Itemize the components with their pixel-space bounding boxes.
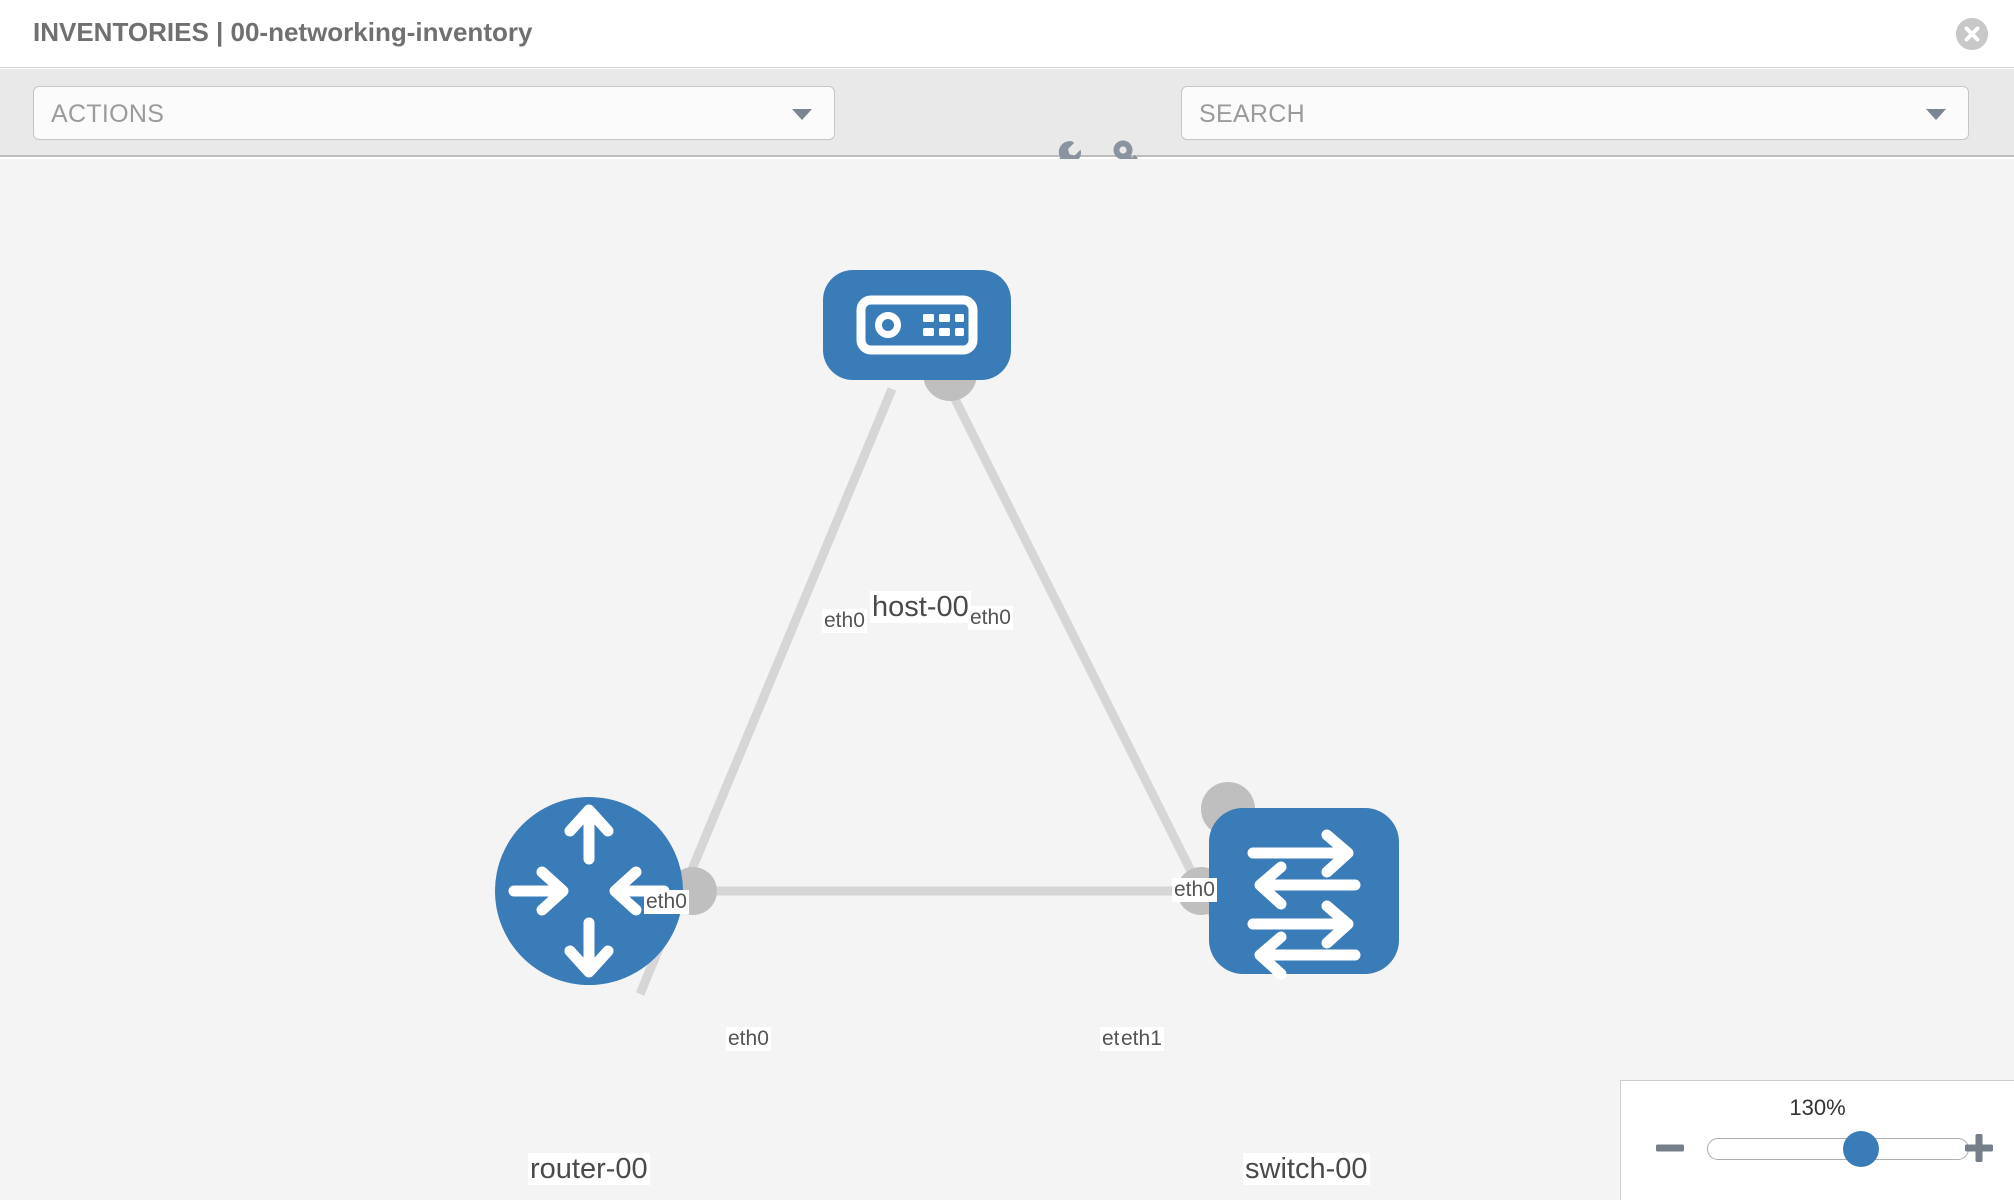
interface-label: eth0 <box>644 890 689 915</box>
search-placeholder: SEARCH <box>1199 100 1305 128</box>
switch-arrows-icon <box>1247 829 1361 980</box>
actions-dropdown[interactable]: ACTIONS <box>33 86 835 140</box>
node-label-router-00: router-00 <box>528 1153 650 1186</box>
toolbar: ACTIONS SEARCH <box>0 69 2014 176</box>
zoom-slider-track[interactable] <box>1707 1138 1969 1160</box>
interface-label: eth0 <box>1172 878 1217 903</box>
link-host00-switch00 <box>945 386 1235 952</box>
topology-canvas[interactable]: eth0 eth0 eth0 eth0 eth0 eth0 eth1 host-… <box>0 159 2014 1200</box>
interface-label: eth1 <box>1119 1027 1164 1052</box>
topology-links <box>635 386 1235 996</box>
zoom-out-button[interactable] <box>1653 1131 1687 1165</box>
interface-label: eth0 <box>822 609 867 634</box>
page-header: INVENTORIES | 00-networking-inventory <box>0 0 2014 68</box>
zoom-slider-handle[interactable] <box>1842 1131 1879 1167</box>
zoom-level-value: 130% <box>1789 1095 1846 1120</box>
interface-label: eth0 <box>726 1027 771 1052</box>
node-label-host-00: host-00 <box>870 591 971 624</box>
node-switch-00 <box>1209 808 1399 980</box>
chevron-down-icon <box>792 109 812 120</box>
zoom-in-button[interactable] <box>1962 1131 1996 1165</box>
node-label-switch-00: switch-00 <box>1243 1153 1370 1186</box>
close-icon[interactable] <box>1956 18 1988 50</box>
server-icon <box>856 295 978 355</box>
search-input[interactable]: SEARCH <box>1181 86 1969 140</box>
page-title: INVENTORIES | 00-networking-inventory <box>33 17 533 47</box>
chevron-down-icon[interactable] <box>1926 109 1946 120</box>
topology-graph <box>495 270 1399 996</box>
node-host-00 <box>823 270 1011 380</box>
interface-label: eth0 <box>968 606 1013 631</box>
zoom-control: 130% <box>1620 1080 2014 1200</box>
actions-dropdown-label: ACTIONS <box>51 100 165 128</box>
